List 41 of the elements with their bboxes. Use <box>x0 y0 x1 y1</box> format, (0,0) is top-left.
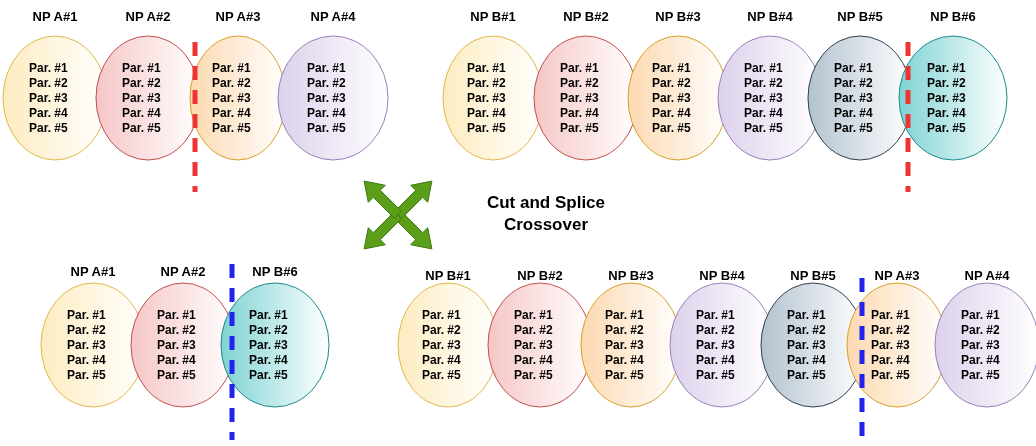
node-heading: NP A#3 <box>874 267 920 285</box>
parameter-list: Par. #1 Par. #2 Par. #3 Par. #4 Par. #5 <box>605 307 657 383</box>
node-heading: NP B#6 <box>930 8 976 26</box>
node-heading: NP A#2 <box>160 263 206 281</box>
parameter-list: Par. #1 Par. #2 Par. #3 Par. #4 Par. #5 <box>927 60 979 136</box>
node-heading: NP B#5 <box>790 267 836 285</box>
parameter-list: Par. #1 Par. #2 Par. #3 Par. #4 Par. #5 <box>467 60 519 136</box>
parameter-list: Par. #1 Par. #2 Par. #3 Par. #4 Par. #5 <box>122 60 174 136</box>
parameter-list: Par. #1 Par. #2 Par. #3 Par. #4 Par. #5 <box>871 307 923 383</box>
parameter-list: Par. #1 Par. #2 Par. #3 Par. #4 Par. #5 <box>696 307 748 383</box>
node-heading: NP B#3 <box>655 8 701 26</box>
parameter-list: Par. #1 Par. #2 Par. #3 Par. #4 Par. #5 <box>67 307 119 383</box>
node-heading: NP B#5 <box>837 8 883 26</box>
parameter-list: Par. #1 Par. #2 Par. #3 Par. #4 Par. #5 <box>422 307 474 383</box>
node-heading: NP A#3 <box>215 8 261 26</box>
node-heading: NP B#4 <box>747 8 793 26</box>
parameter-list: Par. #1 Par. #2 Par. #3 Par. #4 Par. #5 <box>834 60 886 136</box>
node-heading: NP B#1 <box>470 8 516 26</box>
node-heading: NP B#6 <box>252 263 298 281</box>
parameter-list: Par. #1 Par. #2 Par. #3 Par. #4 Par. #5 <box>560 60 612 136</box>
parameter-list: Par. #1 Par. #2 Par. #3 Par. #4 Par. #5 <box>29 60 81 136</box>
node-heading: NP B#2 <box>563 8 609 26</box>
parameter-list: Par. #1 Par. #2 Par. #3 Par. #4 Par. #5 <box>249 307 301 383</box>
node-heading: NP B#1 <box>425 267 471 285</box>
node-heading: NP A#2 <box>125 8 171 26</box>
node-heading: NP B#2 <box>517 267 563 285</box>
parameter-list: Par. #1 Par. #2 Par. #3 Par. #4 Par. #5 <box>514 307 566 383</box>
parameter-list: Par. #1 Par. #2 Par. #3 Par. #4 Par. #5 <box>961 307 1013 383</box>
node-heading: NP A#1 <box>32 8 78 26</box>
parameter-list: Par. #1 Par. #2 Par. #3 Par. #4 Par. #5 <box>212 60 264 136</box>
node-heading: NP A#4 <box>964 267 1010 285</box>
node-heading: NP B#4 <box>699 267 745 285</box>
parameter-list: Par. #1 Par. #2 Par. #3 Par. #4 Par. #5 <box>787 307 839 383</box>
parameter-list: Par. #1 Par. #2 Par. #3 Par. #4 Par. #5 <box>157 307 209 383</box>
parameter-list: Par. #1 Par. #2 Par. #3 Par. #4 Par. #5 <box>744 60 796 136</box>
crossover-label: Cut and Splice Crossover <box>485 192 607 236</box>
node-heading: NP A#4 <box>310 8 356 26</box>
parameter-list: Par. #1 Par. #2 Par. #3 Par. #4 Par. #5 <box>652 60 704 136</box>
node-heading: NP B#3 <box>608 267 654 285</box>
node-heading: NP A#1 <box>70 263 116 281</box>
parameter-list: Par. #1 Par. #2 Par. #3 Par. #4 Par. #5 <box>307 60 359 136</box>
